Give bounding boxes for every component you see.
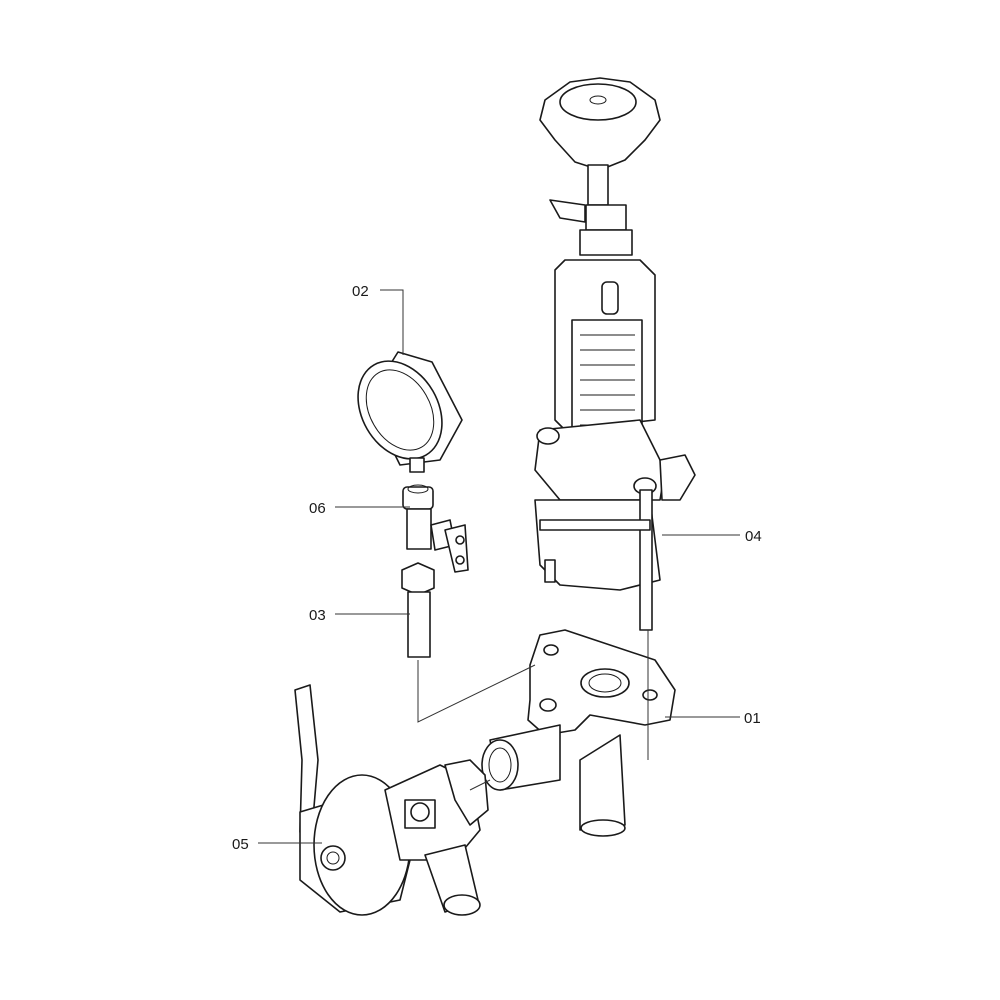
part-02-pressure-gauge bbox=[357, 351, 463, 473]
assembly-line-03-01 bbox=[417, 660, 536, 723]
part-06-tee-fitting bbox=[402, 484, 469, 573]
label-05: 05 bbox=[232, 836, 249, 853]
part-05-ball-valve bbox=[294, 684, 489, 916]
label-06: 06 bbox=[309, 500, 326, 517]
label-01: 01 bbox=[744, 710, 761, 727]
assembly-line-05-01 bbox=[469, 779, 491, 791]
label-03: 03 bbox=[309, 607, 326, 624]
label-02: 02 bbox=[352, 283, 369, 300]
leader-lines bbox=[258, 289, 740, 844]
part-04-safety-valve bbox=[534, 77, 696, 631]
leader-02 bbox=[380, 289, 404, 355]
part-01-flange-body bbox=[481, 629, 676, 837]
part-03-nut-tube bbox=[401, 562, 435, 658]
label-04: 04 bbox=[745, 528, 762, 545]
